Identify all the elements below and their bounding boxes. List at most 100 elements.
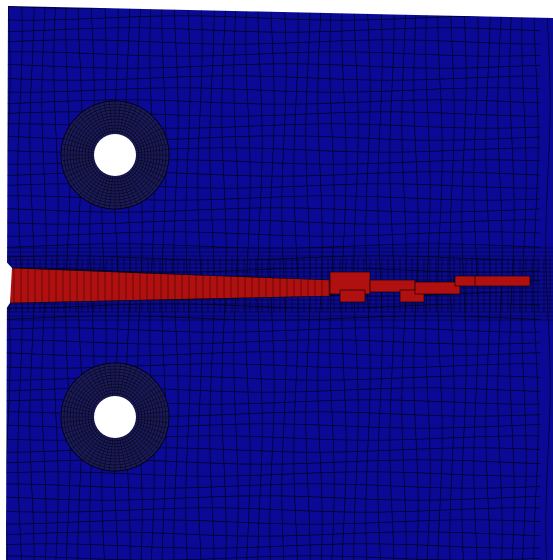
mesh-line-horizontal xyxy=(6,87,541,93)
mesh-line-horizontal xyxy=(6,543,541,549)
ring-spoke xyxy=(121,103,132,136)
ring-spoke xyxy=(87,370,105,399)
ring-spoke xyxy=(133,389,162,407)
ring-spoke xyxy=(92,174,107,205)
ring-spoke xyxy=(134,163,165,178)
ring-spoke xyxy=(133,127,162,145)
mesh-line-horizontal xyxy=(6,267,541,273)
ring-spoke xyxy=(135,421,168,429)
ring-spoke xyxy=(92,105,107,136)
ring-spoke xyxy=(128,114,152,140)
ring-spoke xyxy=(98,174,109,207)
ring-spoke xyxy=(63,138,96,149)
ring-spoke xyxy=(127,111,147,139)
ring-spoke xyxy=(133,165,162,183)
ring-spoke xyxy=(135,156,169,161)
ring-spoke xyxy=(109,437,114,471)
ring-spoke xyxy=(121,436,132,469)
mesh-line-horizontal xyxy=(6,363,540,369)
ring-spoke xyxy=(87,435,105,464)
crack-element xyxy=(414,281,461,295)
ring-spoke xyxy=(134,425,165,440)
mesh-line-horizontal xyxy=(6,327,541,333)
ring-spoke xyxy=(131,123,159,143)
ring-spoke xyxy=(134,394,165,409)
ring-spoke xyxy=(68,389,97,407)
ring-spoke xyxy=(92,367,107,398)
ring-spoke xyxy=(71,123,99,143)
ring-spoke xyxy=(133,427,162,445)
mesh-line-horizontal xyxy=(6,519,541,525)
ring-spoke xyxy=(71,429,99,449)
ring-spoke xyxy=(135,418,169,423)
ring-spoke xyxy=(127,433,147,461)
ring-spoke xyxy=(87,108,105,137)
ring-spoke xyxy=(123,367,138,398)
ring-spoke xyxy=(134,423,167,434)
ring-spoke xyxy=(121,365,132,398)
ring-spoke xyxy=(123,174,138,205)
ring-spoke xyxy=(116,363,121,397)
ring-spoke xyxy=(128,170,152,196)
ring-spoke xyxy=(135,149,169,154)
ring-spoke xyxy=(125,108,143,137)
ring-spoke xyxy=(92,436,107,467)
mesh-line-horizontal xyxy=(6,99,541,105)
ring-spoke xyxy=(78,170,102,196)
ring-spoke xyxy=(109,175,114,209)
ring-spoke xyxy=(74,118,100,142)
ring-spoke xyxy=(116,101,121,135)
mesh-line-horizontal xyxy=(6,219,541,225)
ring-spoke xyxy=(71,167,99,187)
mesh-line-horizontal xyxy=(6,207,541,213)
ring-spoke xyxy=(103,102,111,135)
ring-spoke xyxy=(98,103,109,136)
ring-spoke xyxy=(135,405,168,413)
notch-opening xyxy=(0,255,12,318)
ring-spoke xyxy=(61,418,95,423)
ring-spoke xyxy=(63,423,96,434)
ring-spoke xyxy=(134,161,167,172)
ring-spoke xyxy=(87,173,105,202)
ring-spoke xyxy=(71,385,99,405)
ring-spoke xyxy=(68,165,97,183)
ring-spoke xyxy=(130,430,156,454)
ring-spoke xyxy=(63,400,96,411)
ring-spoke xyxy=(83,111,103,139)
mesh-line-horizontal xyxy=(6,6,541,9)
ring-spoke xyxy=(83,433,103,461)
ring-spoke xyxy=(135,143,168,151)
crack-element xyxy=(474,275,531,287)
ring-spoke xyxy=(83,171,103,199)
ring-spoke xyxy=(131,429,159,449)
ring-spoke xyxy=(130,168,156,192)
ring-spoke xyxy=(62,159,95,167)
ring-spoke xyxy=(65,163,96,178)
ring-spoke xyxy=(131,385,159,405)
hole-refinement-rings xyxy=(60,100,170,472)
ring-spoke xyxy=(109,101,114,135)
mesh-line-horizontal xyxy=(6,507,541,513)
mesh-line-horizontal xyxy=(6,531,541,537)
ring-spoke xyxy=(68,127,97,145)
crack-element xyxy=(339,289,366,303)
ring-spoke xyxy=(119,437,127,470)
mesh-line-horizontal xyxy=(6,339,541,345)
ring-spoke xyxy=(74,430,100,454)
mesh-line-horizontal xyxy=(6,231,541,237)
mesh-line-horizontal xyxy=(6,15,541,21)
ring-spoke xyxy=(83,373,103,401)
ring-spoke xyxy=(125,435,143,464)
mesh-line-horizontal xyxy=(6,351,541,357)
ring-spoke xyxy=(127,171,147,199)
mesh-line-horizontal xyxy=(6,27,541,33)
mesh-line-horizontal xyxy=(6,495,541,501)
ring-spoke xyxy=(119,175,127,208)
ring-spoke xyxy=(78,432,102,458)
ring-spoke xyxy=(131,167,159,187)
ring-spoke xyxy=(65,394,96,409)
ring-spoke xyxy=(135,159,168,167)
ring-spoke xyxy=(63,161,96,172)
ring-spoke xyxy=(116,175,121,209)
ring-spoke xyxy=(119,364,127,397)
